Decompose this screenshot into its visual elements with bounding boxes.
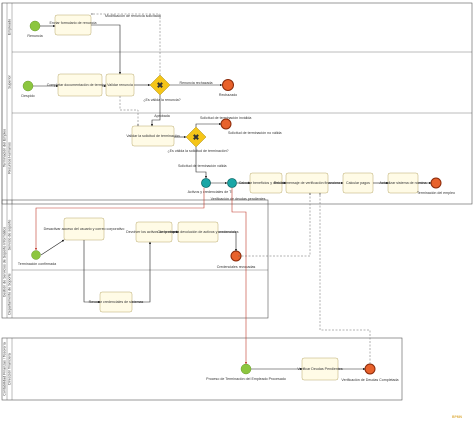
task-verificar-deudas[interactable]: Verificar Deudas Pendientes xyxy=(297,357,343,381)
pool-soporte-informatico xyxy=(1,199,269,319)
gateway-es-valida-solicitud[interactable]: ✖ xyxy=(185,126,207,148)
gateway-es-valida-renuncia[interactable]: ✖ xyxy=(149,74,171,96)
task-label-actualizar-sistema: Actualizar sistema de nómina xyxy=(380,181,427,185)
event-label-verificacion-deudas: Verificación de Deudas Completada xyxy=(341,378,398,382)
task-label-calcular-beneficios: Calcular beneficios y deducciones xyxy=(239,181,294,185)
task-label-revocar-credenciales: Revocar credenciales de sistemas xyxy=(89,300,144,304)
end-event-terminacion-empleo[interactable] xyxy=(430,177,442,189)
end-event-verificacion-deudas[interactable] xyxy=(364,363,376,375)
event-label-terminacion-confirmada: Terminación confirmada xyxy=(18,262,56,266)
lane-label-departamento-soporte: Departamento de Soporte xyxy=(8,273,12,314)
task-label-completar-doc: Completar documentación de terminación xyxy=(47,83,114,87)
task-label-recibir-mensaje: Recibir mensaje de verificación financie… xyxy=(274,181,340,185)
task-label-calcular-pagos: Calcular pagos xyxy=(346,181,370,185)
event-label-terminacion-empleo: Terminación del empleo xyxy=(417,191,455,195)
task-label-desactivar-acceso: Desactivar acceso del usuario y correo c… xyxy=(44,227,125,231)
start-event-renuncia[interactable] xyxy=(29,20,41,32)
pool-label-terminacion: Terminación del Empleo xyxy=(3,129,7,167)
task-label-validar-solicitud: Validar la solicitud de terminación xyxy=(126,134,179,138)
task-validar-renuncia[interactable]: Validar renuncia xyxy=(105,73,135,97)
event-label-solicitud-no-valida: Solicitud de terminación no válida xyxy=(228,131,282,135)
end-event-terminacion-confirmada[interactable] xyxy=(31,250,41,260)
flow-label-activos-credenciales: Activos y credenciales de TI xyxy=(188,190,233,194)
task-label-verificar-deudas: Verificar Deudas Pendientes xyxy=(297,367,343,371)
intermediate-event-deudas[interactable] xyxy=(227,178,237,188)
start-event-despido[interactable] xyxy=(22,80,34,92)
start-event-proceso-terminacion[interactable] xyxy=(240,363,252,375)
message-flows xyxy=(34,13,371,365)
gateway-label-renuncia: ¿Es válida la renuncia? xyxy=(143,98,180,102)
gateway-x-icon: ✖ xyxy=(157,81,164,90)
end-event-solicitud-no-valida[interactable] xyxy=(220,118,232,130)
lane-label-servicio-soporte: Servicio de soporte xyxy=(8,220,12,251)
gateway-label-solicitud: ¿Es válida la solicitud de terminación? xyxy=(167,149,228,153)
flow-label-modificacion: Modificación de renuncia solicitada xyxy=(105,14,161,18)
event-label-proceso-terminacion: Proceso de Terminación del Empleado Proc… xyxy=(206,377,286,381)
event-label-renuncia: Renuncia xyxy=(27,34,42,38)
lane-label-empleado: Empleado xyxy=(8,19,12,35)
task-calcular-pagos[interactable]: Calcular pagos xyxy=(342,172,374,194)
lane-label-recursos-humanos: Recursos Humanos xyxy=(8,142,12,174)
gateway-x-icon: ✖ xyxy=(193,133,200,142)
task-completar-documentacion[interactable]: Completar documentación de terminación xyxy=(47,73,114,97)
task-label-devolver-activos: Devolver los activos de la empresa xyxy=(126,230,182,234)
task-label-validar-renuncia: Validar renuncia xyxy=(107,83,133,87)
task-enviar-formulario[interactable]: Enviar formulario de renuncia xyxy=(50,14,97,36)
intermediate-event-activos[interactable] xyxy=(201,178,211,188)
event-label-credenciales-revocadas: Credenciales revocadas xyxy=(217,265,256,269)
lane-label-superior: Superior xyxy=(8,74,12,88)
task-label-enviar-formulario: Enviar formulario de renuncia xyxy=(50,21,97,25)
sequence-flows xyxy=(33,24,432,371)
pool-terminacion-empleo xyxy=(1,2,473,205)
pool-label-soporte: Gestión de Servicios de Soporte Informát… xyxy=(3,227,7,297)
event-label-rechazado: Rechazado xyxy=(219,93,237,97)
task-validar-solicitud[interactable]: Validar la solicitud de terminación xyxy=(126,125,180,147)
flow-label-aprobada: Aprobada xyxy=(154,114,170,118)
end-event-rechazado[interactable] xyxy=(222,79,234,91)
pool-finanzas xyxy=(1,337,403,401)
pool-label-finanzas: Contabilidad Finanzas / Tesorería xyxy=(3,342,7,395)
event-label-despido: Despido xyxy=(21,94,34,98)
flow-label-solicitud-valida: Solicitud de terminación válida xyxy=(178,164,227,168)
flow-label-verificacion-deudas: Verificación de deudas pendientes xyxy=(211,197,266,201)
task-desactivar-acceso[interactable]: Desactivar acceso del usuario y correo c… xyxy=(44,217,125,241)
watermark-logo: BPMN xyxy=(452,415,463,419)
flow-label-solicitud-invalida: Solicitud de terminación inválida xyxy=(200,116,251,120)
task-label-comprobar-devolucion: Comprobar la devolución de activos y cre… xyxy=(157,230,238,234)
lane-label-direccion-financiera: Dirección financiera xyxy=(8,353,12,385)
flow-label-renuncia-rechazada: Renuncia rechazada xyxy=(180,81,213,85)
